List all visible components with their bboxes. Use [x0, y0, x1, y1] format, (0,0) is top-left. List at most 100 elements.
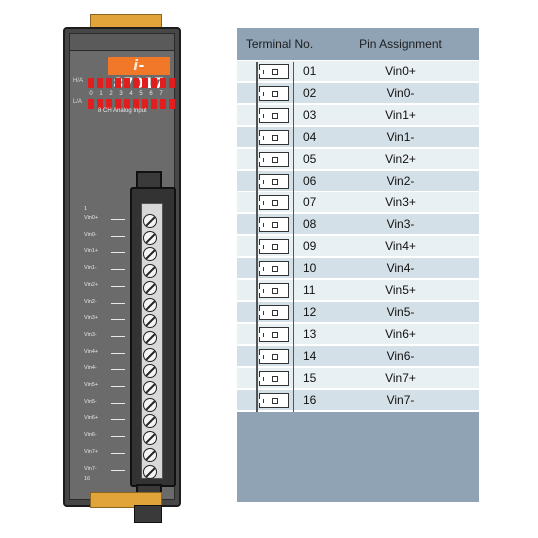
- pin-assignment-cell: Vin3+: [385, 195, 416, 210]
- pin-label: Vin3-: [84, 331, 97, 338]
- channel-number: 4: [129, 91, 133, 97]
- pin-leader-line: [111, 386, 125, 387]
- terminal-screw: [143, 381, 157, 395]
- connector-pin-icon: [259, 304, 289, 320]
- led-indicator: [88, 78, 94, 83]
- pin-label: Vin6+: [84, 415, 99, 422]
- connector-pin-icon: [259, 392, 289, 408]
- terminal-number: 07: [303, 195, 317, 210]
- led-indicator: [115, 78, 121, 83]
- terminal-number: 15: [303, 370, 317, 385]
- terminal-number: 08: [303, 217, 317, 232]
- led-indicator: [106, 83, 112, 88]
- channel-number: 3: [119, 91, 123, 97]
- terminal-cell: 05: [237, 149, 322, 170]
- terminal-screw: [143, 431, 157, 446]
- led-indicator: [133, 104, 139, 109]
- pin-assignment-cell: Vin4+: [385, 239, 416, 254]
- terminal-cell: 06: [237, 171, 322, 192]
- table-header: Terminal No. Pin Assignment: [237, 28, 479, 60]
- channel-number: 7: [159, 91, 163, 97]
- pin-leader-line: [111, 419, 125, 421]
- connector-pin-icon: [259, 239, 289, 255]
- pin-leader-line: [111, 269, 125, 271]
- terminal-number: 02: [303, 85, 317, 100]
- terminal-block-cap-top: [136, 171, 162, 189]
- pin-leader-line: [111, 436, 125, 438]
- led-indicator: [142, 99, 148, 104]
- header-pin-assignment: Pin Assignment: [359, 37, 442, 51]
- terminal-cell: 01: [237, 61, 322, 82]
- pin-assignment-cell: Vin2-: [386, 173, 415, 188]
- led-indicator: [106, 78, 112, 83]
- led-indicator: [106, 99, 112, 104]
- led-indicator: [97, 78, 103, 83]
- terminal-cell: 03: [237, 105, 322, 126]
- terminal-cell: 15: [237, 368, 322, 389]
- led-indicator: [97, 99, 103, 104]
- pin-assignment-cell: Vin0+: [385, 64, 416, 78]
- led-indicator: [142, 83, 148, 88]
- pin-label: Vin1+: [84, 248, 99, 255]
- led-indicator: [115, 83, 121, 88]
- channel-number: 2: [109, 91, 113, 97]
- terminal-cell: 10: [237, 258, 322, 279]
- pin-leader-line: [111, 219, 125, 220]
- led-indicator: [115, 99, 121, 104]
- led-indicator: [88, 104, 94, 109]
- pin-label: Vin1-: [84, 265, 97, 272]
- terminal-number: 04: [303, 129, 317, 144]
- connector-pin-icon: [259, 370, 289, 386]
- terminal-cell: 08: [237, 214, 322, 235]
- pin-label: Vin0-: [84, 231, 97, 238]
- led-indicator: [169, 83, 175, 88]
- led-indicator: [160, 99, 166, 104]
- row-divider: [237, 343, 479, 345]
- terminal-screw: [143, 447, 157, 462]
- led-indicator: [115, 104, 121, 109]
- connector-pin-icon: [259, 129, 289, 145]
- led-indicator: [88, 99, 94, 104]
- terminal-cell: 04: [237, 127, 322, 148]
- module-top-stripe: [69, 33, 175, 51]
- row-divider: [237, 81, 479, 83]
- terminal-cell: 09: [237, 236, 322, 257]
- row-divider: [237, 146, 479, 148]
- led-indicator: [124, 83, 130, 88]
- pin-assignment-cell: Vin0-: [386, 85, 415, 100]
- pin-leader-line: [111, 402, 125, 404]
- bottom-din-clip: [90, 492, 162, 508]
- led-row-label-top: H/A: [73, 78, 84, 84]
- led-indicator: [160, 83, 166, 88]
- pin-label: Vin5+: [84, 382, 99, 388]
- pin-label: Vin0+: [84, 215, 99, 221]
- pin-label: Vin4+: [84, 348, 99, 355]
- module-subtitle: 8 CH Analog Input: [98, 108, 147, 114]
- pin-leader-line: [111, 452, 125, 454]
- terminal-screw: [143, 247, 157, 262]
- terminal-number: 01: [303, 64, 317, 78]
- pin-assignment-cell: Vin6+: [385, 326, 416, 341]
- model-prefix: i: [133, 58, 139, 74]
- terminal-screw: [143, 230, 157, 245]
- pin-leader-line: [111, 369, 125, 371]
- last-pin-number: 16: [84, 476, 91, 482]
- pin-leader-line: [111, 319, 125, 321]
- table-row: 01 Vin0+: [237, 61, 479, 83]
- connector-pin-icon: [259, 326, 289, 342]
- table-row: 07 Vin3+: [237, 192, 479, 214]
- table-row: 02 Vin0-: [237, 82, 479, 104]
- channel-number: 6: [149, 91, 153, 97]
- connector-pin-icon: [259, 64, 289, 79]
- table-row: 10 Vin4-: [237, 258, 479, 280]
- row-divider: [237, 102, 479, 104]
- pin-assignment-cell: Vin4-: [386, 261, 415, 276]
- table-row: 09 Vin4+: [237, 236, 479, 258]
- row-divider: [237, 256, 479, 258]
